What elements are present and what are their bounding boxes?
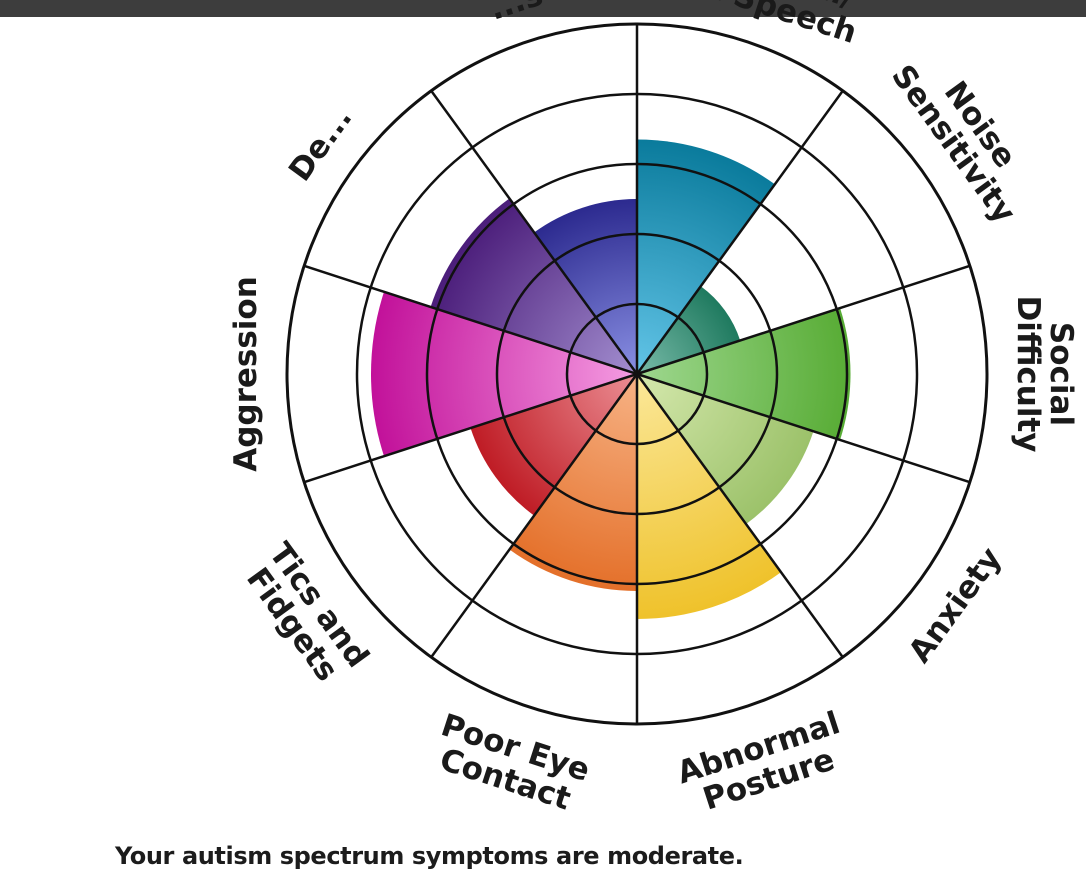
slice-poor-eye-contact — [509, 374, 637, 591]
slice-tics-and-fidgets — [470, 374, 637, 516]
wheel-slices — [371, 139, 851, 619]
label-anxiety: Anxiety — [902, 541, 1009, 670]
result-summary-text: Your autism spectrum symptoms are modera… — [115, 842, 744, 870]
wheel-grid — [285, 22, 989, 726]
grid-spoke-7 — [430, 373, 639, 658]
label-line: Difficulty — [1010, 295, 1046, 452]
grid-spoke-5 — [635, 373, 844, 658]
slice-s — [534, 199, 637, 374]
top-bar — [0, 0, 1086, 17]
label-s: ...s — [485, 0, 547, 28]
grid-spoke-8 — [303, 372, 638, 484]
label-line: Aggression — [228, 276, 264, 472]
grid-spoke-3 — [636, 264, 971, 376]
label-line: Social — [1043, 322, 1079, 426]
label-abnormal-flat-speech: Abnormal/Flat Speech — [655, 0, 861, 51]
grid-spoke-4 — [636, 372, 971, 484]
slice-anxiety — [637, 374, 814, 525]
grid-spoke-2 — [635, 90, 844, 375]
slice-aggression — [371, 291, 637, 457]
slice-de — [430, 198, 637, 374]
grid-spoke-9 — [303, 264, 638, 376]
grid-spoke-10 — [430, 90, 639, 375]
slice-abnormal-flat-speech — [637, 139, 775, 374]
label-aggression: Aggression — [228, 276, 264, 472]
slice-social-difficulty — [637, 308, 851, 440]
label-line: Anxiety — [902, 541, 1009, 670]
symptom-wheel-chart: Abnormal/Flat SpeechNoiseSensitivitySoci… — [228, 0, 1079, 818]
label-line: Flat Speech — [655, 0, 861, 51]
slice-noise-sensitivity — [637, 286, 741, 374]
label-line: ...s — [485, 0, 547, 28]
